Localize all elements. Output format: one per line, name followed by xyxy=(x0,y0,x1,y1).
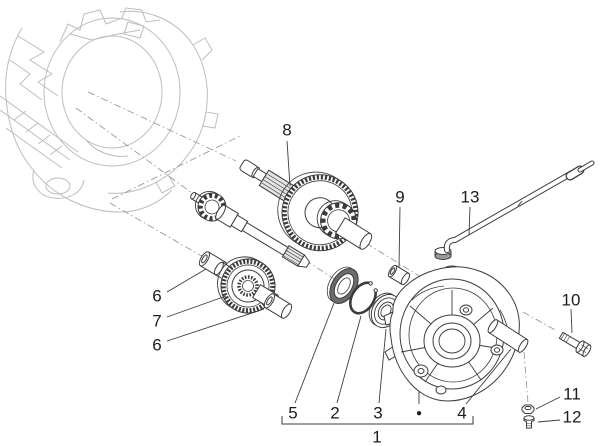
leader-line-13-2 xyxy=(468,206,471,236)
leader-line-12-13 xyxy=(537,419,561,423)
hex-bolt xyxy=(558,331,592,357)
oil-seal xyxy=(326,266,359,304)
idler-gear xyxy=(213,256,279,314)
output-gear-shaft xyxy=(239,159,373,252)
leader-line-10-6 xyxy=(570,308,573,334)
leader-lines-layer xyxy=(166,140,573,425)
roller-bushing-lower xyxy=(263,293,293,319)
leader-line-6-3 xyxy=(166,268,207,293)
leader-line-7-4 xyxy=(166,295,227,318)
leader-line-8-0 xyxy=(286,140,291,187)
leader-line-2-8 xyxy=(336,315,362,404)
crankcase-outline xyxy=(0,7,219,213)
leader-line-4-11 xyxy=(465,348,512,405)
leader-line-3-9 xyxy=(378,328,387,404)
spacer-bushing xyxy=(387,264,411,286)
leader-line-11-12 xyxy=(535,396,561,410)
transmission-cover xyxy=(383,265,520,402)
breather-pipe xyxy=(434,160,595,260)
hex-nut xyxy=(521,404,535,414)
group-bracket xyxy=(281,416,474,425)
leader-line-9-1 xyxy=(398,206,401,268)
drive-shaft xyxy=(190,191,311,268)
leader-line-5-7 xyxy=(294,302,335,404)
circlip xyxy=(349,281,378,315)
cover-pin xyxy=(487,319,529,353)
leader-line-6-5 xyxy=(166,308,265,342)
cover-screw xyxy=(523,415,535,429)
